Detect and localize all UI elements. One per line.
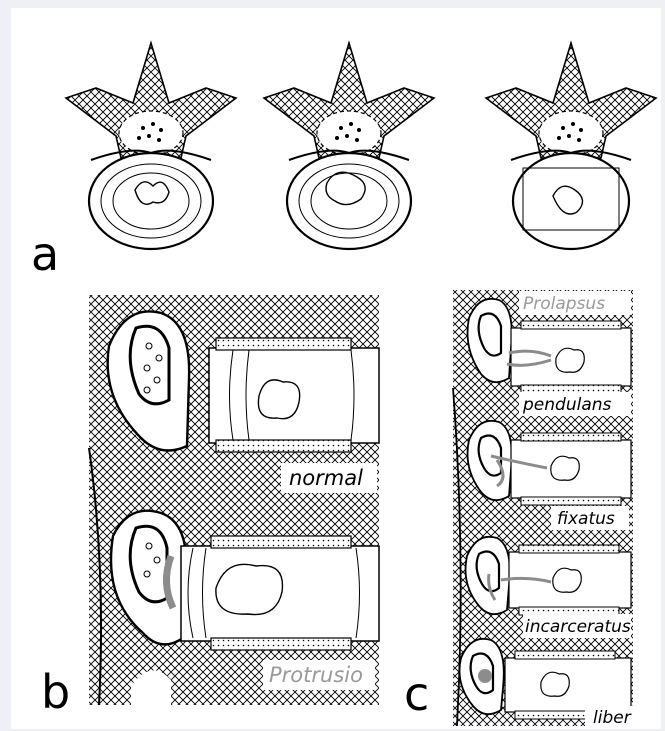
panel-letter-b: b — [41, 665, 70, 719]
panel-letter-a: a — [31, 227, 59, 281]
panel-b: normal Protrusio b — [41, 295, 379, 719]
figure-frame: a normal Protrusio b — [11, 8, 661, 729]
vertebra-axial-2 — [264, 43, 434, 249]
disc-protrusio — [181, 546, 379, 641]
label-normal: normal — [289, 466, 363, 490]
label-liber: liber — [593, 708, 632, 728]
label-incarceratus: incarceratus — [525, 617, 631, 637]
panel-a: a — [31, 43, 656, 281]
panel-c: Prolapsus pendulans fixatus inc — [404, 290, 635, 728]
label-pendulans: pendulans — [522, 395, 612, 415]
vertebra-axial-1 — [66, 43, 236, 249]
panel-letter-c: c — [404, 667, 429, 721]
label-prolapsus: Prolapsus — [523, 294, 605, 314]
disc-herniation-illustration: a normal Protrusio b — [11, 8, 661, 729]
subview-liber: liber — [460, 639, 636, 728]
label-protrusio: Protrusio — [269, 663, 363, 687]
label-fixatus: fixatus — [557, 509, 615, 529]
vertebra-axial-3 — [486, 43, 656, 249]
